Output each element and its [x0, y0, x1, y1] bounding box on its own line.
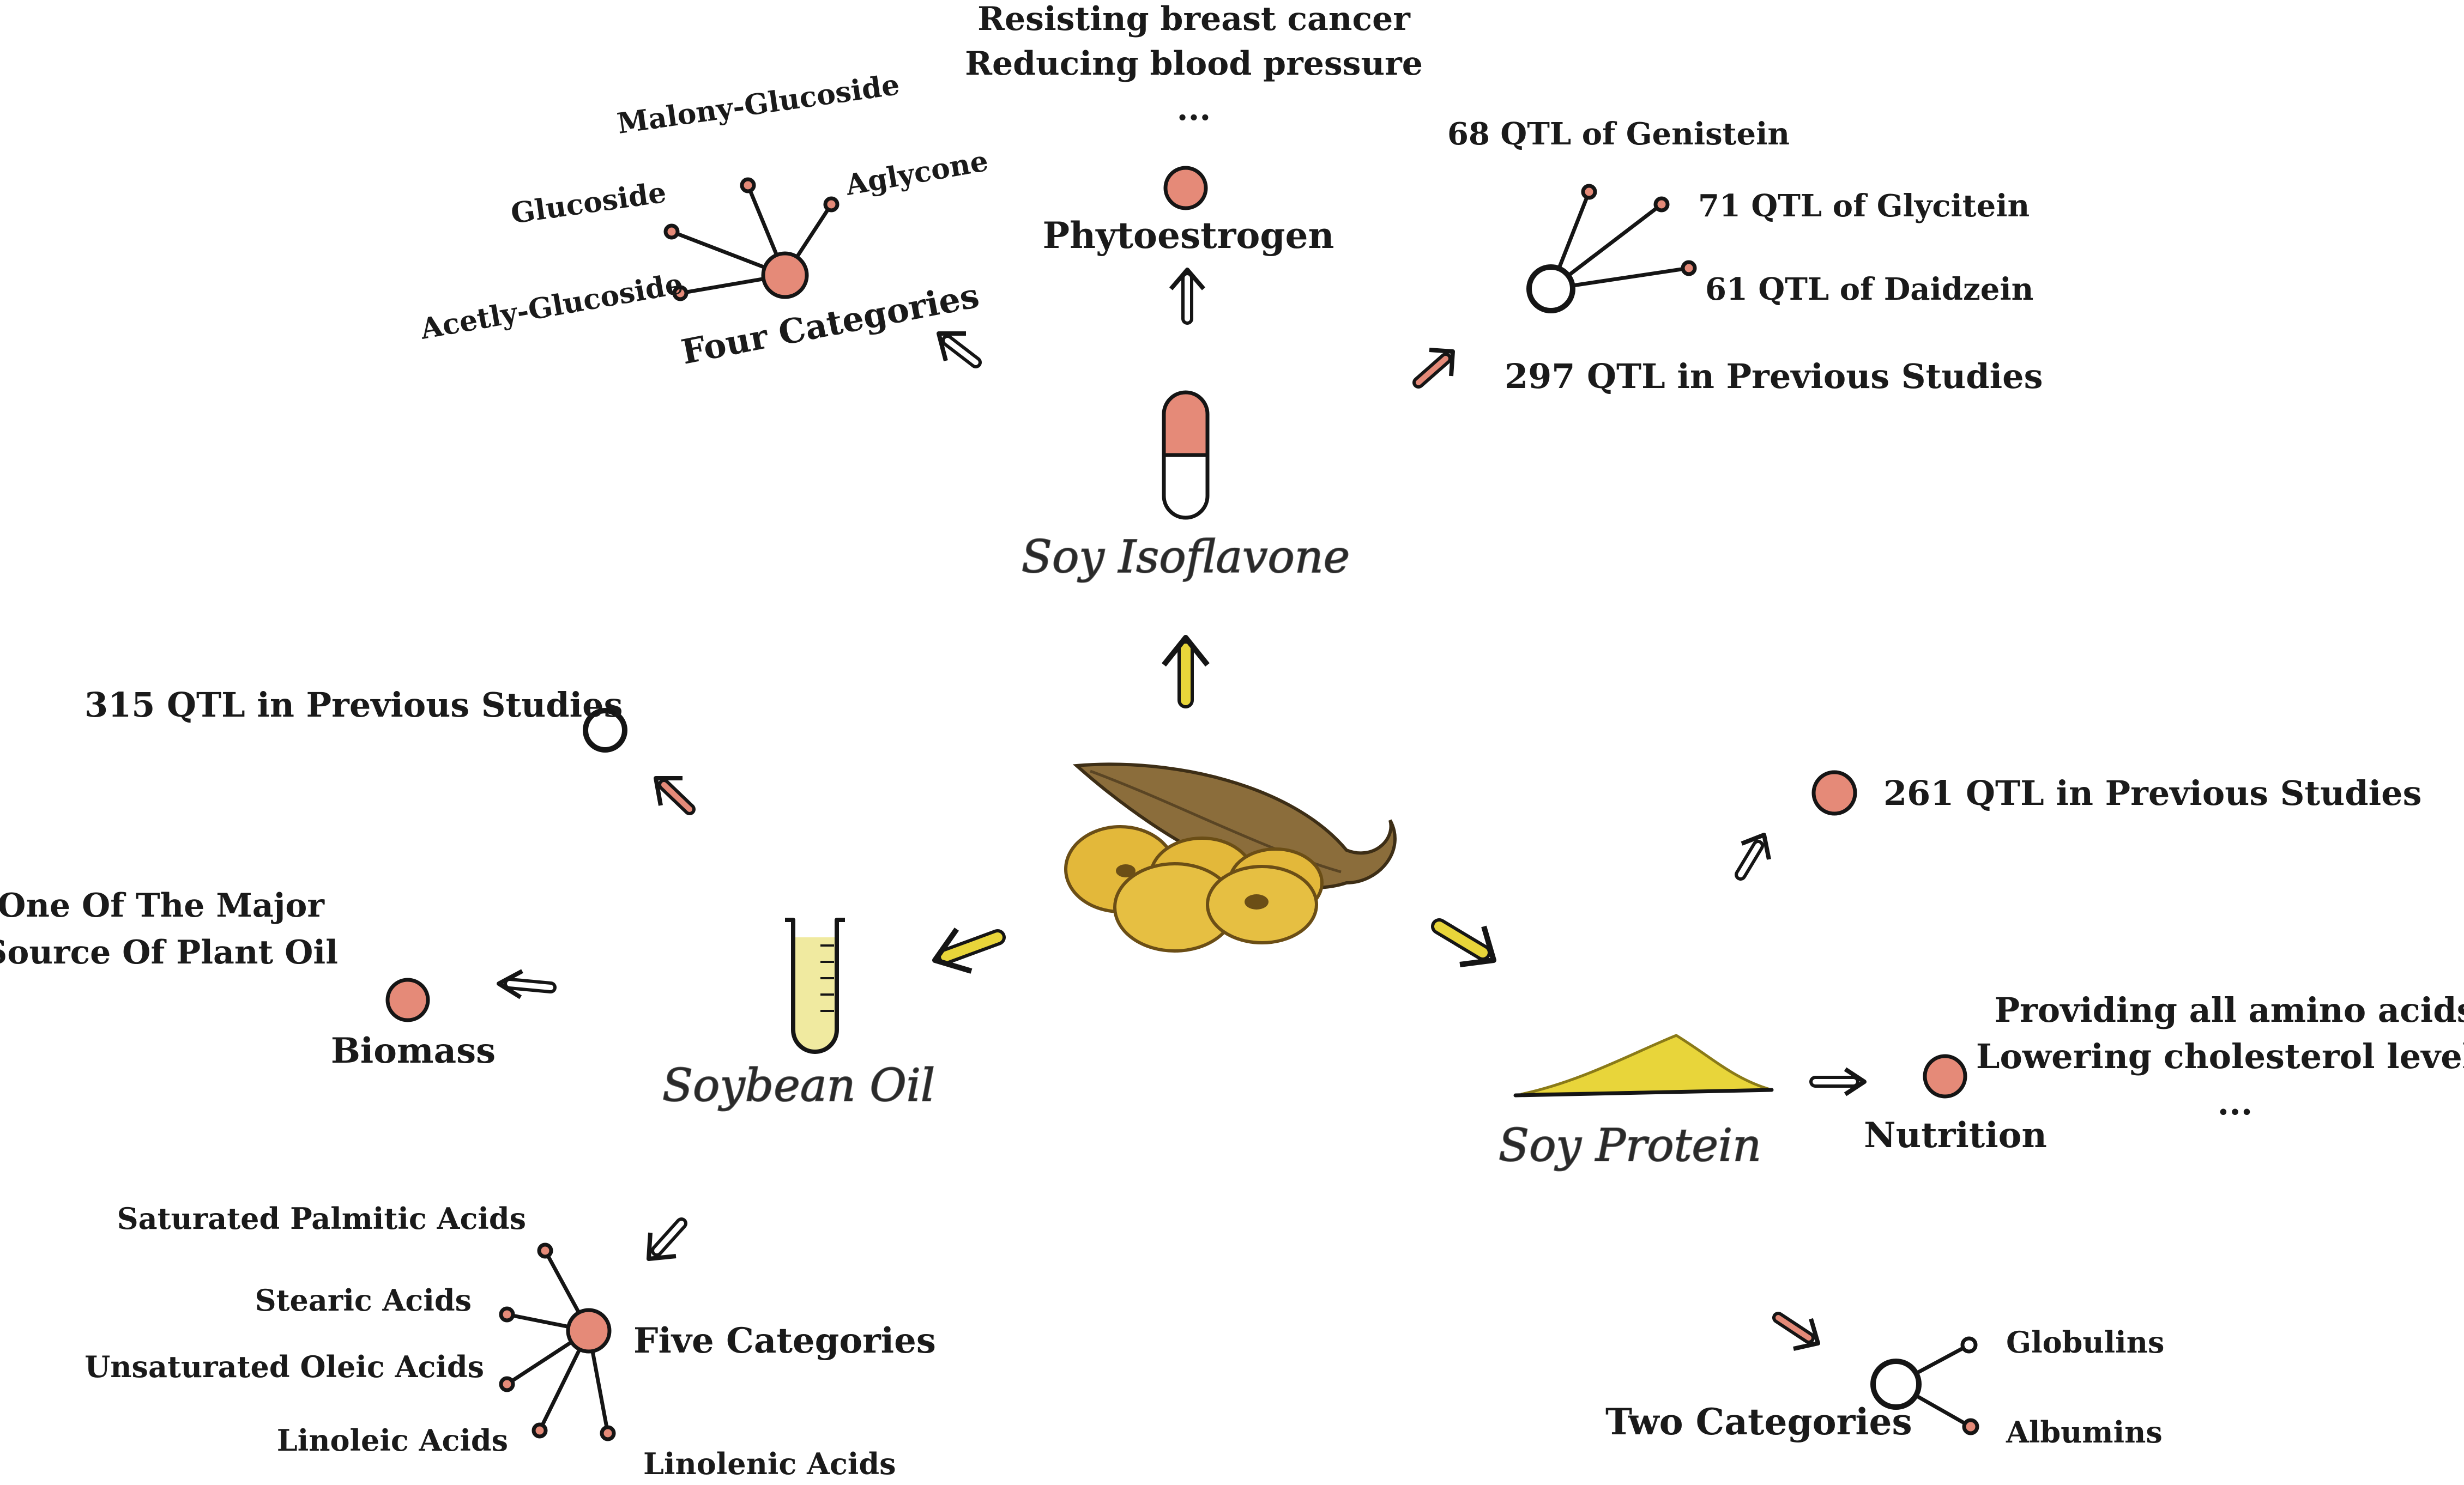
arrow-to-isoflavone-qtl: [1412, 348, 1455, 389]
arrow-to-phytoestrogen: [1169, 268, 1206, 325]
two-categories-label: Two Categories: [1605, 1401, 1912, 1443]
soybean-oil-title: Soybean Oil: [662, 1060, 935, 1112]
soy-protein-title: Soy Protein: [1499, 1120, 1761, 1172]
four-categories-hub: [663, 177, 840, 301]
five-cat-item-3: Unsaturated Oleic Acids: [84, 1349, 484, 1384]
test-tube-icon: [785, 918, 845, 1054]
oil-qtl-node: [583, 708, 627, 753]
five-cat-item-2: Stearic Acids: [255, 1283, 472, 1318]
nutrition-benefit-2: Lowering cholesterol levels: [1976, 1037, 2464, 1076]
capsule-icon: [1162, 390, 1210, 520]
arrow-to-soy-protein: [1431, 918, 1496, 967]
arrow-to-biomass: [497, 969, 557, 999]
arrow-to-oil-qtl: [654, 776, 696, 815]
soybean-pod-icon: [1064, 762, 1397, 953]
nutrition-label: Nutrition: [1864, 1115, 2047, 1156]
two-categories-hub: [1870, 1336, 1979, 1435]
phytoestrogen-label: Phytoestrogen: [1042, 214, 1334, 257]
arrow-to-nutrition: [1809, 1067, 1867, 1096]
protein-qtl-label: 261 QTL in Previous Studies: [1883, 773, 2422, 813]
four-categories-label: Four Categories: [678, 275, 982, 372]
four-cat-item-3: Aglycone: [843, 144, 991, 202]
five-cat-item-4: Linoleic Acids: [277, 1423, 508, 1458]
phyto-benefit-3: ...: [1177, 90, 1211, 128]
isoflavone-qtl-label: 297 QTL in Previous Studies: [1505, 356, 2043, 396]
isoflavone-qtl-hub: [1526, 184, 1697, 313]
biomass-note-1: One Of The Major: [0, 887, 325, 925]
oil-qtl-label: 315 QTL in Previous Studies: [84, 685, 623, 725]
arrow-to-four-categories: [937, 331, 982, 368]
five-cat-item-1: Saturated Palmitic Acids: [117, 1201, 526, 1236]
arrow-to-isoflavone: [1162, 635, 1210, 708]
qtl-daidzein: 61 QTL of Daidzein: [1705, 271, 2033, 307]
phyto-benefit-1: Resisting breast cancer: [977, 0, 1411, 38]
two-cat-item-1: Globulins: [2006, 1325, 2164, 1360]
qtl-genistein: 68 QTL of Genistein: [1447, 116, 1790, 152]
nutrition-benefit-1: Providing all amino acids: [1994, 990, 2464, 1030]
isoflavone-title: Soy Isoflavone: [1022, 531, 1350, 583]
nutrition-node: [1923, 1054, 1967, 1099]
five-cat-item-5: Linolenic Acids: [643, 1446, 896, 1481]
arrow-to-two-categories: [1772, 1312, 1820, 1351]
phyto-benefit-2: Reducing blood pressure: [965, 45, 1423, 83]
arrow-to-protein-qtl: [1735, 833, 1771, 881]
biomass-note-2: Source Of Plant Oil: [0, 934, 338, 972]
nutrition-benefit-3: ...: [2218, 1083, 2253, 1123]
four-cat-item-4: Acetly-Glucoside: [418, 267, 686, 346]
powder-pile-icon: [1513, 1034, 1774, 1098]
phytoestrogen-node: [1163, 166, 1208, 210]
biomass-label: Biomass: [331, 1031, 496, 1071]
arrow-to-soybean-oil: [932, 928, 1006, 974]
protein-qtl-node: [1811, 770, 1857, 816]
two-cat-item-2: Albumins: [2006, 1415, 2163, 1450]
biomass-node: [385, 978, 430, 1022]
four-cat-item-1: Malony-Glucoside: [615, 68, 902, 141]
four-cat-item-2: Glucoside: [509, 176, 668, 231]
five-categories-hub: [499, 1242, 616, 1441]
five-categories-label: Five Categories: [633, 1320, 936, 1361]
arrow-to-five-categories: [647, 1217, 687, 1261]
qtl-glycitein: 71 QTL of Glycitein: [1698, 188, 2030, 224]
